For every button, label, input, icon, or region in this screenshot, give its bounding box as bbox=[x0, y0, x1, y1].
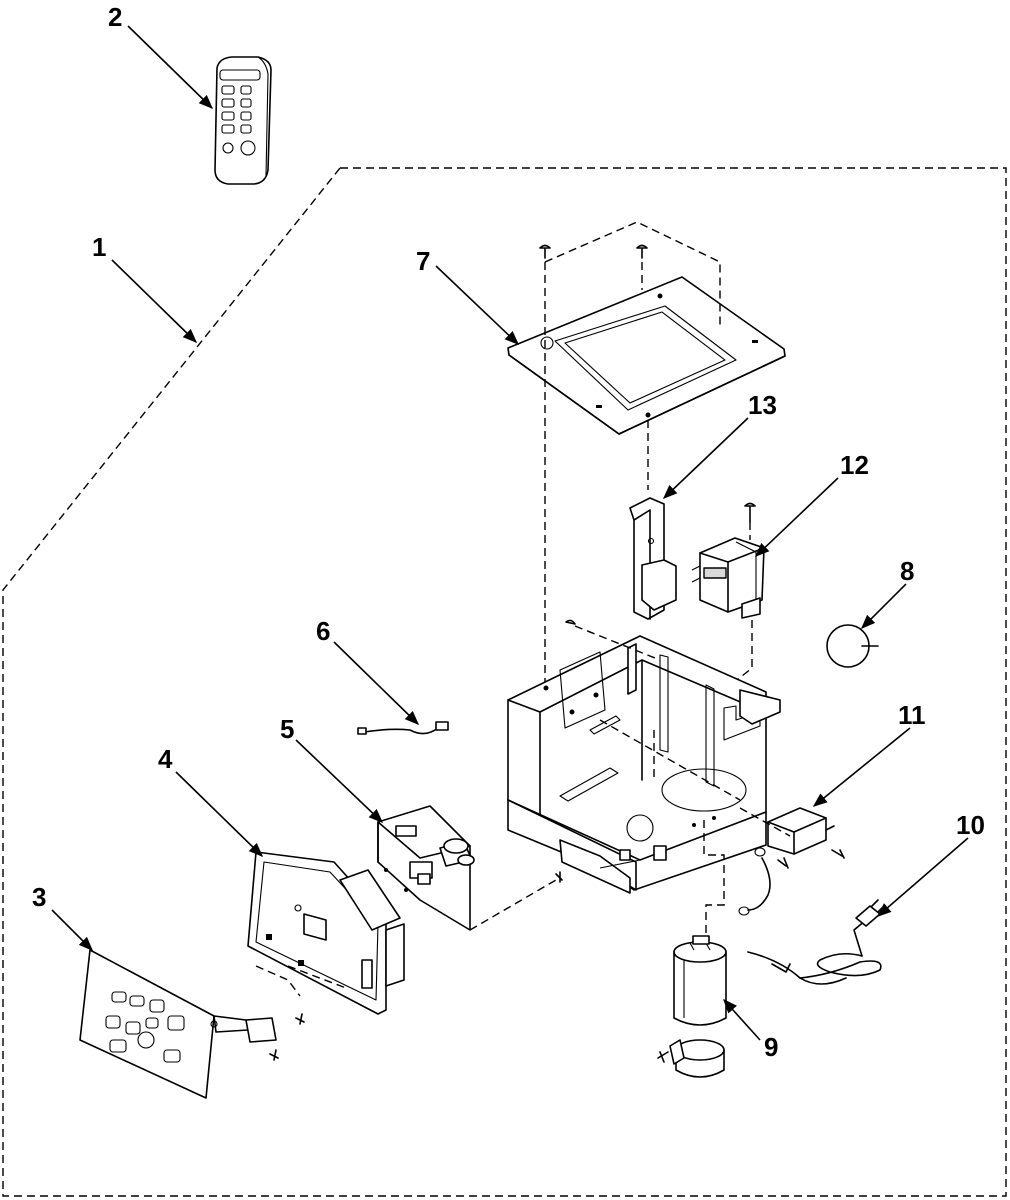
top-cover-plate bbox=[507, 276, 786, 435]
assembly-line bbox=[739, 807, 791, 837]
cover-screw bbox=[269, 1049, 279, 1061]
callout-2: 2 bbox=[108, 2, 122, 32]
callout-12: 12 bbox=[840, 450, 869, 480]
power-cord bbox=[747, 899, 885, 985]
control-panel-housing bbox=[247, 851, 405, 1015]
callout-4: 4 bbox=[158, 744, 173, 774]
mounting-bracket bbox=[629, 497, 677, 620]
assembly-line bbox=[544, 221, 721, 325]
callout-11: 11 bbox=[898, 700, 926, 730]
callout-labels: 1 2 3 4 5 6 7 8 9 10 11 12 13 bbox=[32, 2, 985, 1062]
callout-5: 5 bbox=[280, 714, 294, 744]
leader-lines bbox=[51, 25, 969, 1041]
assembly-line bbox=[574, 625, 661, 661]
control-box-chassis bbox=[507, 635, 781, 894]
wire-harness bbox=[357, 721, 449, 735]
assembly-line bbox=[703, 820, 725, 938]
pcb-board bbox=[377, 805, 475, 931]
callout-13: 13 bbox=[748, 390, 777, 420]
capacitor-clamp bbox=[657, 1039, 725, 1078]
pcb-screw bbox=[555, 871, 563, 883]
ground-screw bbox=[777, 857, 789, 869]
callout-9: 9 bbox=[764, 1032, 778, 1062]
callout-1: 1 bbox=[92, 232, 106, 262]
assembly-line bbox=[469, 879, 557, 931]
transformer bbox=[691, 502, 765, 619]
callout-6: 6 bbox=[316, 616, 330, 646]
assembly-boundary bbox=[2, 167, 1007, 1197]
capacitor bbox=[673, 935, 727, 1026]
callout-3: 3 bbox=[32, 882, 46, 912]
callout-7: 7 bbox=[416, 246, 430, 276]
assembly-line bbox=[599, 719, 741, 801]
panel-screw bbox=[295, 1013, 305, 1025]
ground-wire bbox=[738, 847, 771, 916]
chassis-screw bbox=[565, 619, 576, 625]
noise-filter-box bbox=[767, 807, 835, 855]
front-panel-cover bbox=[79, 949, 277, 1099]
top-cover-screws bbox=[539, 244, 648, 259]
remote-control bbox=[214, 56, 272, 185]
callout-10: 10 bbox=[956, 810, 985, 840]
callout-8: 8 bbox=[900, 556, 914, 586]
filter-screw bbox=[831, 849, 845, 859]
round-cap bbox=[826, 624, 879, 668]
